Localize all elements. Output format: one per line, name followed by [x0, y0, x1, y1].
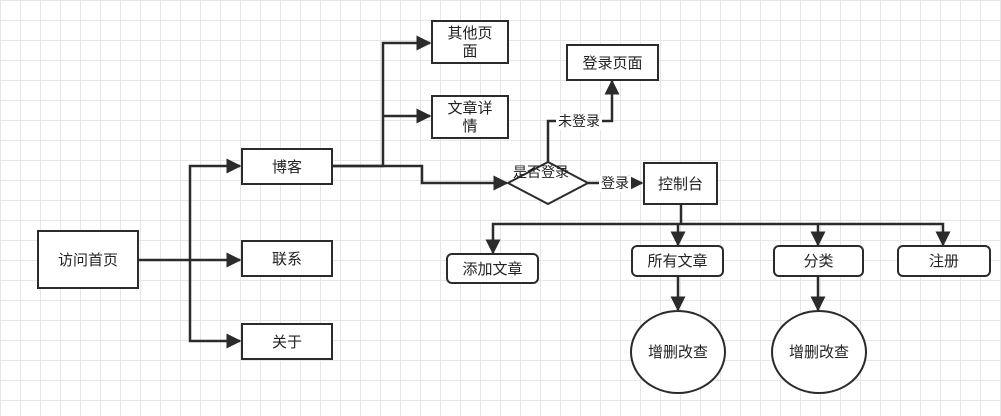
node-about-label: 关于 [271, 332, 302, 351]
node-blog-label: 博客 [271, 157, 302, 176]
node-login-page: 登录页面 [566, 44, 659, 81]
node-register: 注册 [897, 245, 991, 277]
node-add-article-label: 添加文章 [462, 259, 523, 278]
node-category: 分类 [773, 245, 864, 277]
node-other-pages: 其他页面 [431, 20, 509, 64]
node-add-article: 添加文章 [446, 253, 539, 284]
edge-blog-other-pages [333, 35, 432, 168]
node-blog: 博客 [241, 148, 333, 185]
node-crud-category: 增删改查 [771, 310, 867, 394]
edge-home-blog [139, 158, 242, 262]
node-article-detail: 文章详情 [431, 95, 509, 139]
node-category-label: 分类 [803, 252, 834, 270]
edge-console-register [818, 222, 951, 247]
node-login-page-label: 登录页面 [582, 53, 643, 72]
edge-blog-decision [333, 164, 509, 191]
decision-diamond [505, 160, 591, 206]
edge-console-category [681, 222, 826, 247]
node-home-label: 访问首页 [57, 250, 118, 269]
edge-label-logged-in: 登录 [599, 176, 631, 192]
decision-label: 是否登录 [513, 165, 569, 181]
node-crud-articles-label: 增删改查 [647, 343, 708, 361]
edge-home-about [188, 260, 242, 349]
edge-label-not-logged-in: 未登录 [556, 114, 602, 130]
edge-console-add-article [485, 222, 681, 255]
node-contact: 联系 [241, 240, 333, 277]
node-contact-label: 联系 [271, 249, 302, 268]
node-crud-articles: 增删改查 [630, 310, 726, 394]
node-console-label: 控制台 [657, 174, 703, 193]
node-about: 关于 [241, 323, 333, 360]
node-all-articles-label: 所有文章 [647, 252, 708, 270]
node-crud-category-label: 增删改查 [788, 343, 849, 361]
node-register-label: 注册 [928, 252, 959, 270]
node-all-articles: 所有文章 [631, 245, 724, 277]
node-home: 访问首页 [37, 230, 139, 289]
node-other-pages-label: 其他页面 [447, 24, 493, 60]
node-console: 控制台 [643, 162, 718, 205]
node-article-detail-label: 文章详情 [447, 99, 493, 135]
